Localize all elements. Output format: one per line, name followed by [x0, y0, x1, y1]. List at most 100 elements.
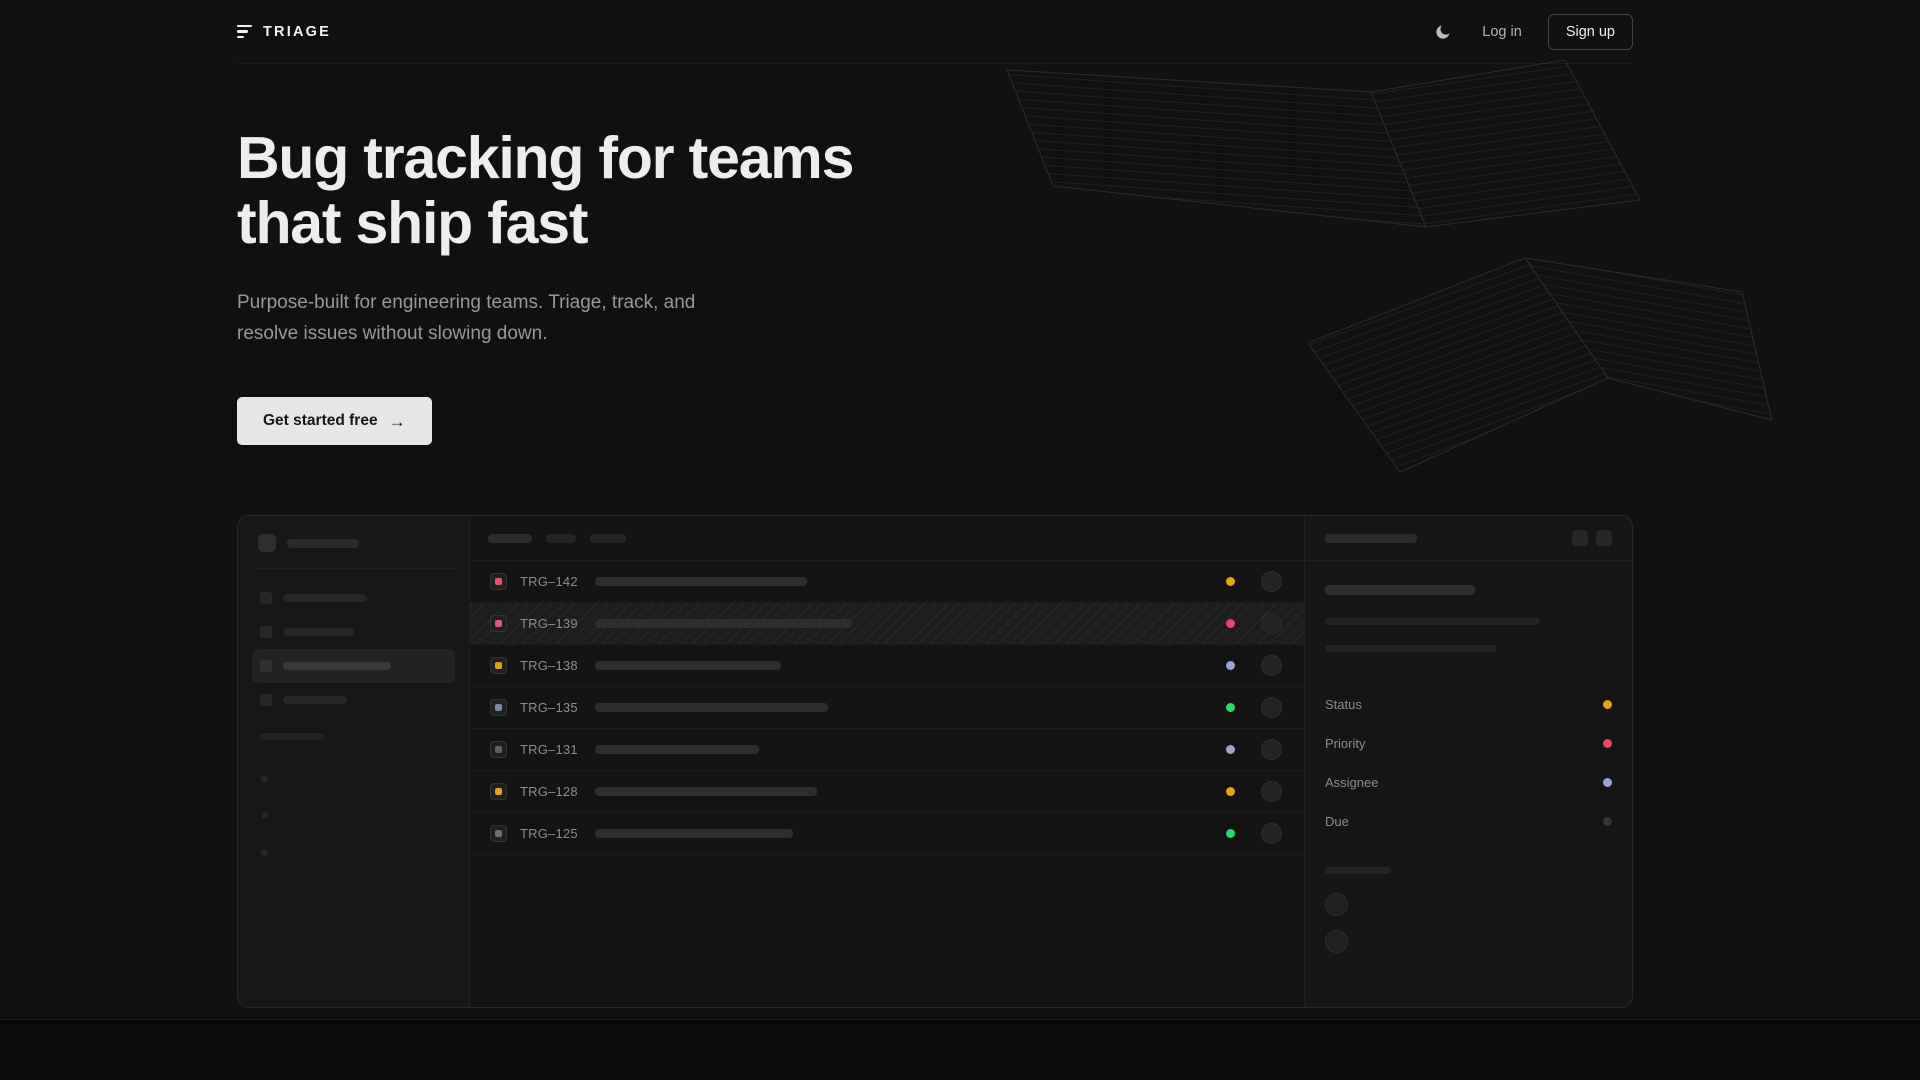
- field-value-dot: [1603, 739, 1612, 749]
- nav-actions: Log in Sign up: [1431, 13, 1633, 50]
- issue-title-skeleton: [595, 619, 852, 629]
- triage-logo-icon: [237, 24, 252, 39]
- issue-title-skeleton: [595, 829, 793, 839]
- get-started-button[interactable]: Get started free →: [237, 397, 432, 446]
- issue-id: TRG–142: [520, 574, 578, 590]
- skeleton-bar: [283, 594, 367, 603]
- detail-field-row: Priority: [1325, 724, 1612, 763]
- navbar: TRIAGE Log in Sign up: [237, 0, 1633, 64]
- skeleton-title-bar: [1325, 585, 1475, 596]
- nav-icon-skeleton: [260, 626, 272, 639]
- field-label: Priority: [1325, 736, 1366, 752]
- skeleton-bar: [287, 538, 359, 548]
- issue-title-skeleton: [595, 703, 828, 713]
- field-label: Due: [1325, 814, 1349, 830]
- hero-subtitle-line1: Purpose-built for engineering teams. Tri…: [237, 291, 696, 313]
- activity-avatar-skeleton: [1325, 893, 1348, 917]
- issue-title-skeleton: [595, 661, 781, 671]
- hero-title: Bug tracking for teams that ship fast: [237, 126, 1633, 256]
- theme-toggle-button[interactable]: [1431, 19, 1456, 44]
- field-value-dot: [1603, 778, 1612, 788]
- sidebar-nav-item-active-skeleton: [252, 649, 455, 684]
- issue-row: TRG–139: [470, 603, 1304, 646]
- issue-row: TRG–125: [470, 813, 1304, 856]
- status-dot: [1226, 661, 1235, 671]
- panel-action-skeleton: [1572, 530, 1588, 547]
- field-value-dot: [1603, 700, 1612, 710]
- skeleton-bar: [1325, 618, 1540, 626]
- issue-type-icon: [490, 699, 507, 717]
- get-started-label: Get started free: [263, 412, 378, 430]
- skeleton-dot: [261, 812, 268, 820]
- wireframe-decoration: [1006, 59, 1773, 473]
- activity-avatar-skeleton: [1325, 930, 1348, 954]
- mockup-sidebar: [238, 516, 470, 1008]
- status-dot: [1226, 787, 1235, 797]
- assignee-avatar: [1261, 655, 1282, 677]
- issue-id: TRG–125: [520, 826, 578, 842]
- signup-button[interactable]: Sign up: [1547, 13, 1633, 50]
- issue-list-pane: TRG–142 TRG–139 TRG–138 TRG–135 TRG–131 …: [470, 516, 1305, 1008]
- sidebar-nav-item-skeleton: [252, 615, 455, 649]
- issue-type-icon: [490, 783, 507, 801]
- skeleton-bar: [260, 733, 324, 741]
- skeleton-dot: [261, 849, 268, 857]
- skeleton-pill: [590, 533, 626, 543]
- issue-row: TRG–142: [470, 561, 1304, 604]
- issue-detail-panel: Status Priority Assignee Due: [1305, 516, 1632, 1008]
- status-dot: [1226, 829, 1235, 839]
- ribbon-lower: [1307, 257, 1773, 473]
- field-value-dot: [1603, 817, 1612, 827]
- ribbon-upper: [1006, 59, 1641, 228]
- hero-subtitle: Purpose-built for engineering teams. Tri…: [237, 288, 717, 350]
- issue-row: TRG–135: [470, 687, 1304, 730]
- workspace-switcher-skeleton: [252, 534, 455, 570]
- issue-row: TRG–128: [470, 771, 1304, 814]
- field-label: Status: [1325, 697, 1362, 713]
- panel-action-skeleton: [1596, 530, 1612, 547]
- sidebar-nav-item-skeleton: [252, 581, 455, 615]
- app-mockup: TRG–142 TRG–139 TRG–138 TRG–135 TRG–131 …: [237, 515, 1633, 1009]
- skeleton-bar: [283, 696, 347, 705]
- nav-icon-skeleton: [260, 694, 272, 707]
- moon-icon: [1436, 25, 1450, 39]
- login-link[interactable]: Log in: [1482, 23, 1522, 40]
- skeleton-dot: [261, 775, 268, 783]
- detail-field-row: Assignee: [1325, 763, 1612, 802]
- arrow-right-icon: →: [388, 411, 406, 431]
- status-dot: [1226, 703, 1235, 713]
- assignee-avatar: [1261, 823, 1282, 845]
- issue-list: TRG–142 TRG–139 TRG–138 TRG–135 TRG–131 …: [470, 561, 1304, 856]
- hero-title-line1: Bug tracking for teams: [237, 125, 854, 191]
- issue-id: TRG–138: [520, 658, 578, 674]
- detail-field-row: Due: [1325, 802, 1612, 841]
- issue-type-icon: [490, 741, 507, 759]
- issue-title-skeleton: [595, 745, 759, 755]
- footer: [0, 1019, 1920, 1080]
- detail-header-skeleton: [1305, 516, 1632, 562]
- issue-type-icon: [490, 657, 507, 675]
- status-dot: [1226, 619, 1235, 629]
- issue-type-icon: [490, 825, 507, 843]
- assignee-avatar: [1261, 571, 1282, 593]
- list-toolbar-skeleton: [470, 516, 1304, 562]
- skeleton-bar: [1325, 533, 1417, 543]
- assignee-avatar: [1261, 613, 1282, 635]
- brand-name: TRIAGE: [263, 23, 331, 40]
- issue-title-skeleton: [595, 577, 807, 587]
- detail-header-actions: [1572, 530, 1612, 547]
- assignee-avatar: [1261, 781, 1282, 803]
- skeleton-bar: [1325, 867, 1391, 875]
- brand-logo[interactable]: TRIAGE: [237, 24, 331, 40]
- nav-icon-skeleton: [260, 592, 272, 605]
- issue-row: TRG–138: [470, 645, 1304, 688]
- assignee-avatar: [1261, 739, 1282, 761]
- issue-type-icon: [490, 573, 507, 591]
- detail-field-row: Status: [1325, 685, 1612, 724]
- sidebar-nav-item-skeleton: [252, 683, 455, 717]
- status-dot: [1226, 745, 1235, 755]
- skeleton-bar: [1325, 645, 1497, 653]
- detail-body: Status Priority Assignee Due: [1305, 561, 1632, 977]
- assignee-avatar: [1261, 697, 1282, 719]
- status-dot: [1226, 577, 1235, 587]
